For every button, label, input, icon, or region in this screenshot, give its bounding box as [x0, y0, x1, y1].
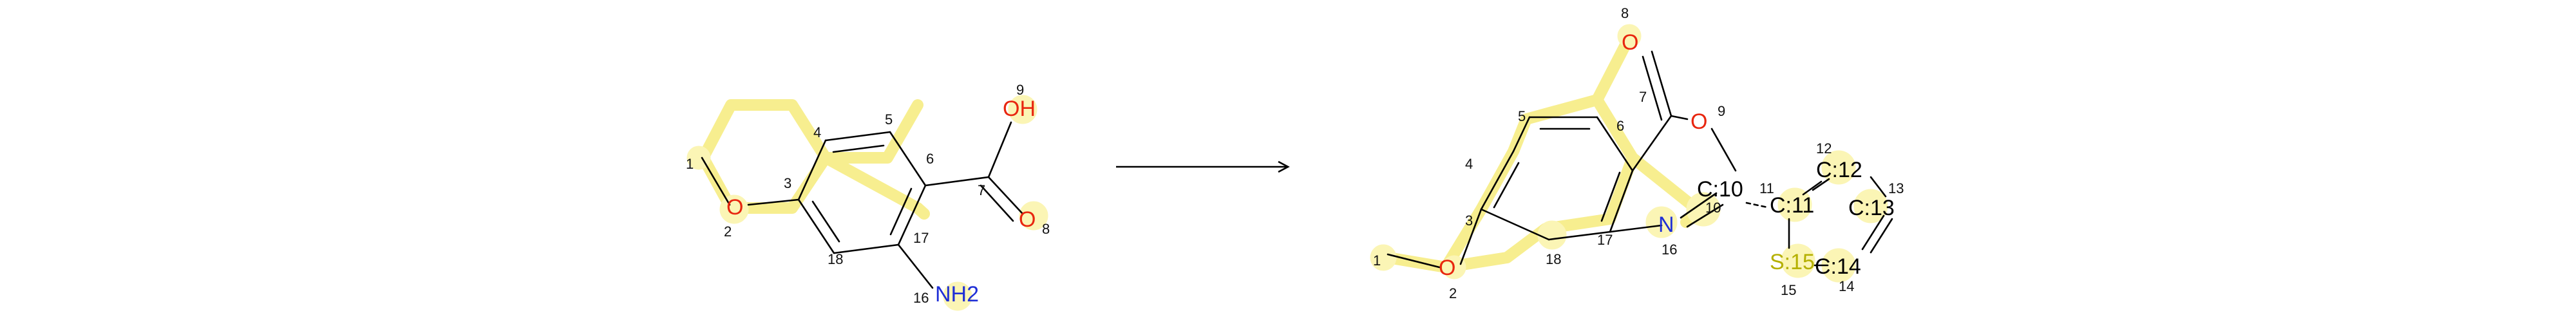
reactant-highlights — [687, 95, 1048, 311]
product-num-2: 2 — [1449, 285, 1457, 301]
reactant-num-1: 1 — [686, 156, 694, 172]
reactant-num-5: 5 — [885, 111, 893, 128]
product-atom-numbers: 1 2 3 4 5 6 7 8 9 10 11 12 13 14 15 16 1… — [1373, 5, 1904, 301]
product-c14-label: C:14 — [1815, 254, 1861, 279]
product-ether-o-label: O — [1439, 256, 1455, 280]
product-num-4: 4 — [1465, 156, 1473, 172]
product-num-15: 15 — [1781, 282, 1796, 298]
reactant-num-8: 8 — [1042, 221, 1050, 237]
product-ring-n-label: N — [1658, 213, 1674, 237]
product-num-17: 17 — [1597, 232, 1613, 248]
product-num-5: 5 — [1518, 108, 1526, 124]
reactant-ether-o-label: O — [726, 195, 743, 220]
product-num-10: 10 — [1705, 200, 1721, 216]
product-num-18: 18 — [1546, 251, 1561, 267]
product-num-9: 9 — [1718, 103, 1725, 119]
reactant-nh2-label: NH2 — [935, 282, 979, 307]
product-c13-label: C:13 — [1848, 196, 1895, 220]
product-num-11: 11 — [1759, 180, 1774, 196]
product-num-3: 3 — [1465, 213, 1473, 229]
reactant-atom-labels: OH O O NH2 — [726, 97, 1036, 307]
product-atom-labels: O O N O C:10 C:11 C:12 C:13 C:14 S:15 — [1439, 30, 1895, 280]
product-num-14: 14 — [1839, 278, 1854, 294]
reactant-num-4: 4 — [813, 124, 821, 140]
reactant-num-6: 6 — [926, 151, 934, 167]
product-molecule: O O N O C:10 C:11 C:12 C:13 C:14 S:15 1 … — [1370, 5, 1904, 301]
product-num-12: 12 — [1816, 140, 1832, 156]
reactant-num-17: 17 — [913, 230, 929, 246]
reactant-num-16: 16 — [913, 290, 929, 306]
product-highlights — [1370, 24, 1888, 283]
product-num-13: 13 — [1888, 180, 1904, 196]
product-c11-label: C:11 — [1770, 193, 1814, 218]
product-carbonyl-o-label: O — [1622, 30, 1638, 55]
reactant-oh-label: OH — [1003, 97, 1036, 121]
reactant-num-9: 9 — [1016, 82, 1024, 98]
reactant-num-3: 3 — [784, 175, 791, 191]
product-num-6: 6 — [1616, 118, 1624, 134]
reactant-carbonyl-o-label: O — [1019, 207, 1036, 232]
reactant-num-7: 7 — [978, 182, 985, 198]
product-ring-o-label: O — [1690, 109, 1707, 134]
reactant-bonds — [701, 121, 1024, 289]
reactant-molecule: OH O O NH2 1 2 3 4 5 6 7 8 9 16 17 18 — [686, 82, 1050, 311]
reaction-arrow — [1116, 160, 1290, 173]
product-s15-label: S:15 — [1770, 250, 1815, 274]
reactant-num-2: 2 — [724, 223, 732, 240]
product-num-7: 7 — [1639, 89, 1647, 105]
product-num-1: 1 — [1373, 252, 1381, 269]
reactant-atom-numbers: 1 2 3 4 5 6 7 8 9 16 17 18 — [686, 82, 1050, 306]
reactant-num-18: 18 — [828, 251, 843, 267]
product-c10-label: C:10 — [1697, 177, 1743, 202]
product-num-16: 16 — [1662, 242, 1677, 258]
product-num-8: 8 — [1621, 5, 1629, 21]
product-bonds — [1387, 50, 1893, 269]
product-c12-label: C:12 — [1816, 158, 1862, 182]
